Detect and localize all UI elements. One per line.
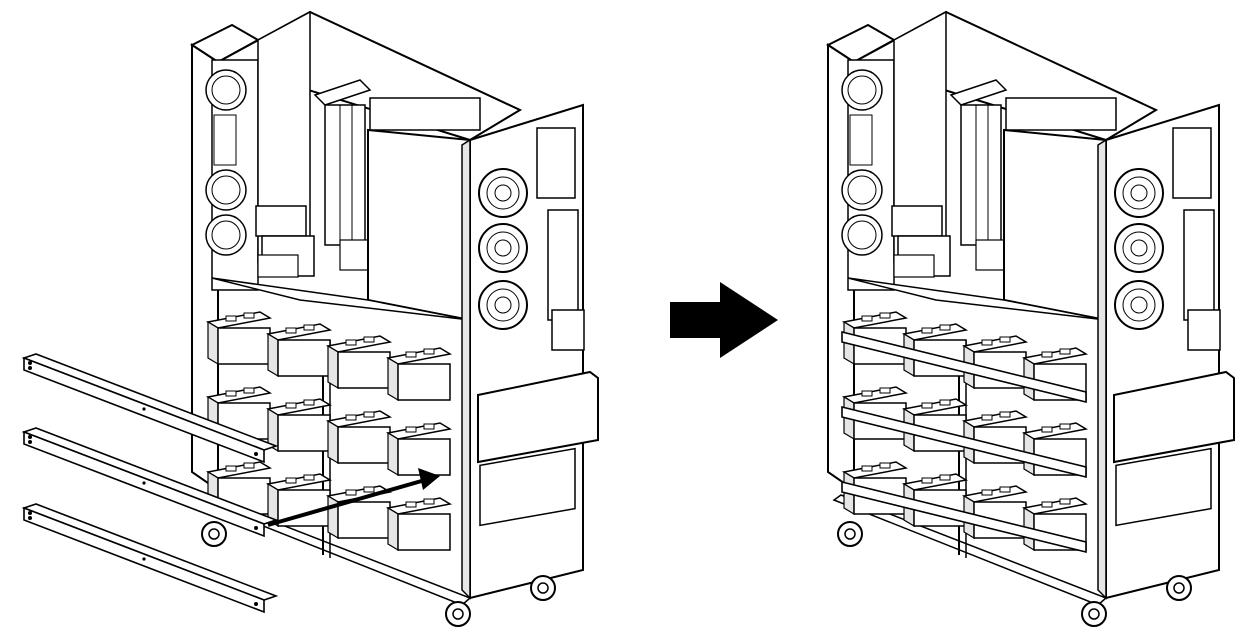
battery-block xyxy=(207,311,271,365)
battery-block xyxy=(387,347,451,401)
battery-block xyxy=(327,335,391,389)
installed-battery-bracket xyxy=(841,405,1087,479)
battery-block xyxy=(267,323,331,377)
diagonal-arrow-icon xyxy=(267,468,440,527)
battery-block xyxy=(267,398,331,452)
installed-battery-bracket xyxy=(841,480,1087,554)
right-arrow-icon xyxy=(670,282,778,358)
battery-block xyxy=(327,410,391,464)
cabinet-before-panel xyxy=(23,11,599,627)
installed-battery-bracket xyxy=(841,330,1087,404)
battery-block xyxy=(267,473,331,527)
battery-block xyxy=(387,497,451,551)
installed-brackets xyxy=(841,330,1087,554)
battery-block xyxy=(387,422,451,476)
cabinet-after-panel xyxy=(827,11,1235,627)
